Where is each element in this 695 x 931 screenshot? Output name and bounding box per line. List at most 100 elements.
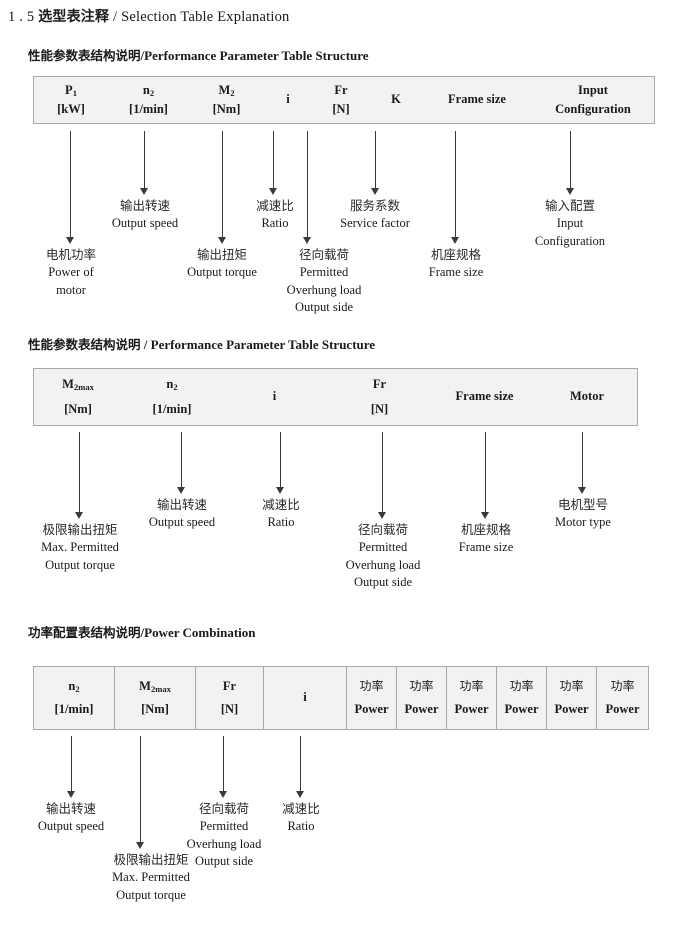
arrow-down-icon-service-factor: [371, 131, 380, 195]
table1-col-m2-unit: [Nm]: [212, 102, 241, 116]
arrow-down-icon-overhung-load: [303, 131, 312, 244]
note-overhung-load-2-cjk: 径向载荷: [357, 522, 409, 537]
note-input-configuration-en-2: Configuration: [534, 233, 606, 248]
section-heading-2-cjk: 性能参数表结构说明: [28, 337, 141, 352]
table3-col-power-6-cjk: 功率: [610, 679, 635, 694]
table3-col-power-3: 功率 Power: [446, 667, 496, 729]
note-output-speed-2-cjk: 输出转速: [156, 497, 207, 512]
note-power-of-motor-en-2: motor: [56, 282, 86, 297]
arrow-down-icon-output-speed: [140, 131, 149, 195]
arrow-down-icon-output-torque: [218, 131, 227, 244]
table2-col-fr: Fr [N]: [327, 369, 432, 425]
table3-col-n2-symbol: n2: [68, 678, 80, 695]
table2-col-i-symbol: i: [272, 389, 277, 404]
note-max-output-torque-1-en-1: Max. Permitted: [41, 539, 119, 554]
note-frame-size-1-cjk: 机座规格: [430, 247, 481, 262]
note-max-output-torque-3-cjk: 极限输出扭矩: [113, 852, 189, 867]
table1-col-frame-size: Frame size: [422, 77, 532, 123]
note-input-configuration-en-1: Input: [556, 215, 584, 230]
arrow-down-icon-overhung-load-2: [378, 432, 387, 519]
note-max-output-torque-1-cjk: 极限输出扭矩: [42, 522, 118, 537]
arrow-down-icon-input-configuration: [566, 131, 575, 195]
page-title-cjk: 选型表注释: [38, 9, 110, 25]
note-overhung-load-1-en-1: Permitted: [299, 264, 349, 279]
note-ratio-2: 减速比 Ratio: [262, 496, 300, 532]
section-heading-1-cjk: 性能参数表结构说明: [28, 48, 141, 63]
arrow-down-icon-max-output-torque-3: [136, 736, 145, 849]
note-frame-size-2: 机座规格 Frame size: [459, 521, 514, 557]
table1-col-input-configuration: Input Configuration: [532, 77, 654, 123]
table1-col-m2-sub: 2: [230, 88, 235, 99]
arrow-down-icon-overhung-load-3: [219, 736, 228, 798]
table1-col-m2-symbol: M2: [218, 82, 235, 99]
note-ratio-2-cjk: 减速比: [262, 497, 300, 512]
note-output-speed-2: 输出转速 Output speed: [149, 496, 215, 532]
table3-col-power-2: 功率 Power: [396, 667, 446, 729]
table1-col-i-symbol: i: [286, 92, 290, 107]
table3-col-fr-symbol: Fr: [222, 678, 237, 693]
table2-col-fr-unit: [N]: [370, 402, 389, 416]
arrow-down-icon-frame-size: [451, 131, 460, 244]
table2-col-n2: n2 [1/min]: [122, 369, 222, 425]
note-service-factor-en: Service factor: [340, 215, 410, 230]
table1-col-n2: n2 [1/min]: [108, 77, 189, 123]
note-output-speed-2-en: Output speed: [148, 514, 216, 529]
table3-col-m2max-sub: 2max: [150, 684, 171, 695]
note-max-output-torque-1-en-2: Output torque: [45, 557, 115, 572]
note-overhung-load-2-en-2: Overhung load: [345, 557, 421, 572]
note-output-speed-3-en: Output speed: [37, 818, 105, 833]
table2-col-motor: Motor: [537, 369, 637, 425]
section-heading-3: 功率配置表结构说明/Power Combination: [28, 622, 256, 641]
table1-col-i: i: [264, 77, 312, 123]
arrow-down-icon-frame-size-2: [481, 432, 490, 519]
table1-col-fr: Fr [N]: [312, 77, 370, 123]
performance-parameter-table-1: P1 [kW] n2 [1/min] M2 [Nm] i Fr [N] K Fr…: [33, 76, 655, 124]
note-overhung-load-3: 径向载荷 Permitted Overhung load Output side: [187, 800, 262, 871]
note-output-speed-3: 输出转速 Output speed: [38, 800, 104, 836]
table3-col-power-2-cjk: 功率: [409, 679, 434, 694]
note-output-speed-1: 输出转速 Output speed: [112, 197, 178, 233]
table3-col-power-3-cjk: 功率: [459, 679, 484, 694]
note-max-output-torque-3: 极限输出扭矩 Max. Permitted Output torque: [112, 851, 190, 904]
table1-col-fr-symbol: Fr: [334, 82, 348, 97]
note-overhung-load-2-en-1: Permitted: [358, 539, 408, 554]
note-overhung-load-1-cjk: 径向载荷: [298, 247, 350, 262]
note-motor-type: 电机型号 Motor type: [555, 496, 611, 532]
table2-col-n2-sub: 2: [173, 382, 178, 393]
table1-col-input-configuration-symbol: Input: [578, 82, 608, 97]
table1-col-frame-size-symbol: Frame size: [448, 92, 506, 107]
note-output-torque-cjk: 输出扭矩: [196, 247, 248, 262]
note-overhung-load-3-en-1: Permitted: [199, 818, 249, 833]
table2-col-frame-size: Frame size: [432, 369, 537, 425]
table3-col-power-2-en: Power: [404, 701, 439, 716]
table1-col-k: K: [370, 77, 422, 123]
section-heading-1: 性能参数表结构说明/Performance Parameter Table St…: [28, 45, 369, 64]
note-power-of-motor: 电机功率 Power of motor: [46, 246, 96, 299]
table2-col-frame-size-symbol: Frame size: [455, 389, 514, 404]
table3-col-power-5-cjk: 功率: [559, 679, 584, 694]
note-max-output-torque-1: 极限输出扭矩 Max. Permitted Output torque: [41, 521, 119, 574]
note-ratio-1-en: Ratio: [261, 215, 289, 230]
table3-col-power-4-cjk: 功率: [509, 679, 534, 694]
table1-col-p1-sub: 1: [72, 88, 77, 99]
table1-col-n2-sub: 2: [149, 88, 155, 99]
table3-col-power-1-en: Power: [354, 701, 389, 716]
table3-col-power-6-en: Power: [605, 701, 640, 716]
note-output-speed-3-cjk: 输出转速: [45, 801, 96, 816]
note-overhung-load-2-en-3: Output side: [354, 575, 412, 590]
note-overhung-load-3-cjk: 径向载荷: [198, 801, 250, 816]
table3-col-m2max: M2max [Nm]: [114, 667, 195, 729]
note-max-output-torque-3-en-2: Output torque: [116, 887, 186, 902]
page-title-separator: /: [113, 9, 118, 25]
table3-col-power-4-en: Power: [504, 701, 539, 716]
note-output-speed-1-cjk: 输出转速: [119, 198, 170, 213]
note-input-configuration-cjk: 输入配置: [544, 198, 596, 213]
table3-col-power-1: 功率 Power: [346, 667, 396, 729]
table3-col-n2: n2 [1/min]: [34, 667, 114, 729]
table3-col-power-6: 功率 Power: [596, 667, 648, 729]
table3-col-i: i: [263, 667, 346, 729]
section-heading-1-en: Performance Parameter Table Structure: [144, 48, 369, 63]
section-heading-2-separator: /: [140, 337, 151, 352]
table2-col-fr-symbol: Fr: [372, 376, 387, 391]
arrow-down-icon-output-speed-2: [177, 432, 186, 494]
